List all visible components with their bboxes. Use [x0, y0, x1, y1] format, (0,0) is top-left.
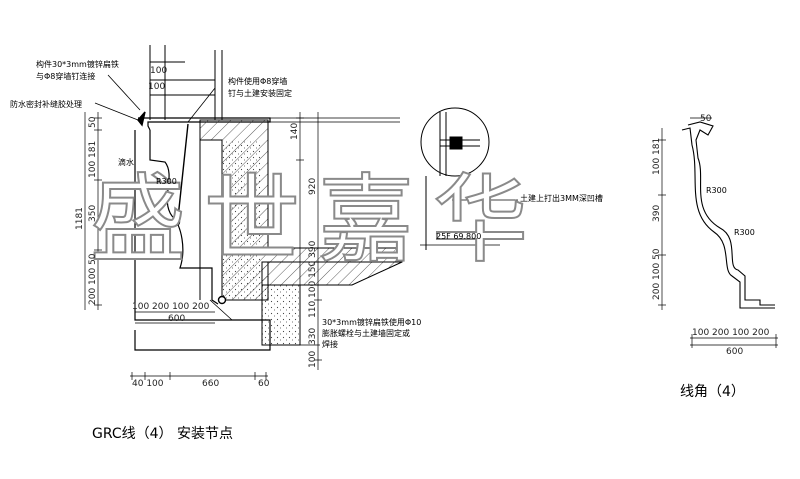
label-member-right: 构件使用Φ8穿墙	[228, 77, 288, 86]
title-corner: 线角（4）	[680, 384, 745, 400]
label-civil-groove: 土建上打出3MM深凹槽	[520, 194, 603, 203]
left-dim-chain	[84, 112, 102, 310]
vdim-left-5: 200 100 50	[88, 253, 98, 305]
reference-lines	[270, 117, 400, 123]
vdim-left-2: 100 181	[88, 140, 98, 178]
corner-profile	[681, 121, 775, 309]
title-main: GRC线（4） 安装节点	[92, 426, 234, 442]
vdim-right-3: 200 100 50	[652, 248, 662, 300]
anchor-rod	[137, 111, 227, 305]
label-bottom-member-3: 焊接	[322, 340, 338, 349]
vdim-mid-4: 330	[308, 327, 318, 345]
dim-top-100: 100	[150, 66, 168, 76]
vdim-left-3: 350	[88, 204, 98, 222]
label-bottom-member: 30*3mm镀锌扁铁使用Φ10	[322, 318, 422, 327]
detail-bubble	[420, 107, 490, 250]
label-bottom-member-2: 膨胀螺栓与土建墙固定或	[322, 329, 410, 338]
bottom-dim-chain	[130, 311, 268, 380]
vdim-mid-2: 920	[308, 177, 318, 195]
vdim-left-1: 50	[88, 116, 98, 128]
dim-top-100b: 100	[148, 82, 166, 92]
label-waterproof: 防水密封补缝胶处理	[10, 100, 82, 109]
label-member-top: 构件30*3mm镀锌扁铁	[36, 60, 119, 69]
label-elevation: 25F 69.800	[436, 232, 482, 241]
dim-right-100: 100 200 100 200	[692, 328, 770, 338]
vdim-left-4: 1181	[75, 207, 85, 230]
vdim-mid-3: 110 100 150 390	[308, 240, 318, 318]
dim-bottom-660: 660	[202, 379, 220, 389]
dim-bottom-60: 60	[258, 379, 270, 389]
vdim-right-2: 390	[652, 204, 662, 222]
leader-lines	[94, 74, 518, 346]
top-wall-stub	[149, 45, 223, 120]
label-radius-left: R300	[156, 177, 177, 186]
dim-left-100: 100 200 100 200	[132, 302, 210, 312]
vdim-right-1: 100 181	[652, 137, 662, 175]
mid-dim-chain	[296, 112, 322, 370]
label-radius-right-1: R300	[706, 186, 727, 195]
vdim-mid-1: 140	[290, 122, 300, 140]
label-drip: 滴水	[118, 158, 134, 167]
concrete-hatch	[199, 119, 403, 346]
label-member-top-2: 与Φ8穿墙钉连接	[36, 72, 96, 81]
dim-left-600: 600	[168, 314, 186, 324]
label-member-right-2: 钉与土建安装固定	[228, 89, 292, 98]
vdim-mid-5: 100	[308, 350, 318, 368]
dim-r-50: 50	[700, 114, 712, 124]
dim-right-600: 600	[726, 347, 744, 357]
dim-bottom-seg: 40 100	[132, 379, 164, 389]
watermark: 盛世嘉华	[89, 164, 546, 276]
corner-dims	[658, 117, 778, 348]
label-radius-right-2: R300	[734, 228, 755, 237]
